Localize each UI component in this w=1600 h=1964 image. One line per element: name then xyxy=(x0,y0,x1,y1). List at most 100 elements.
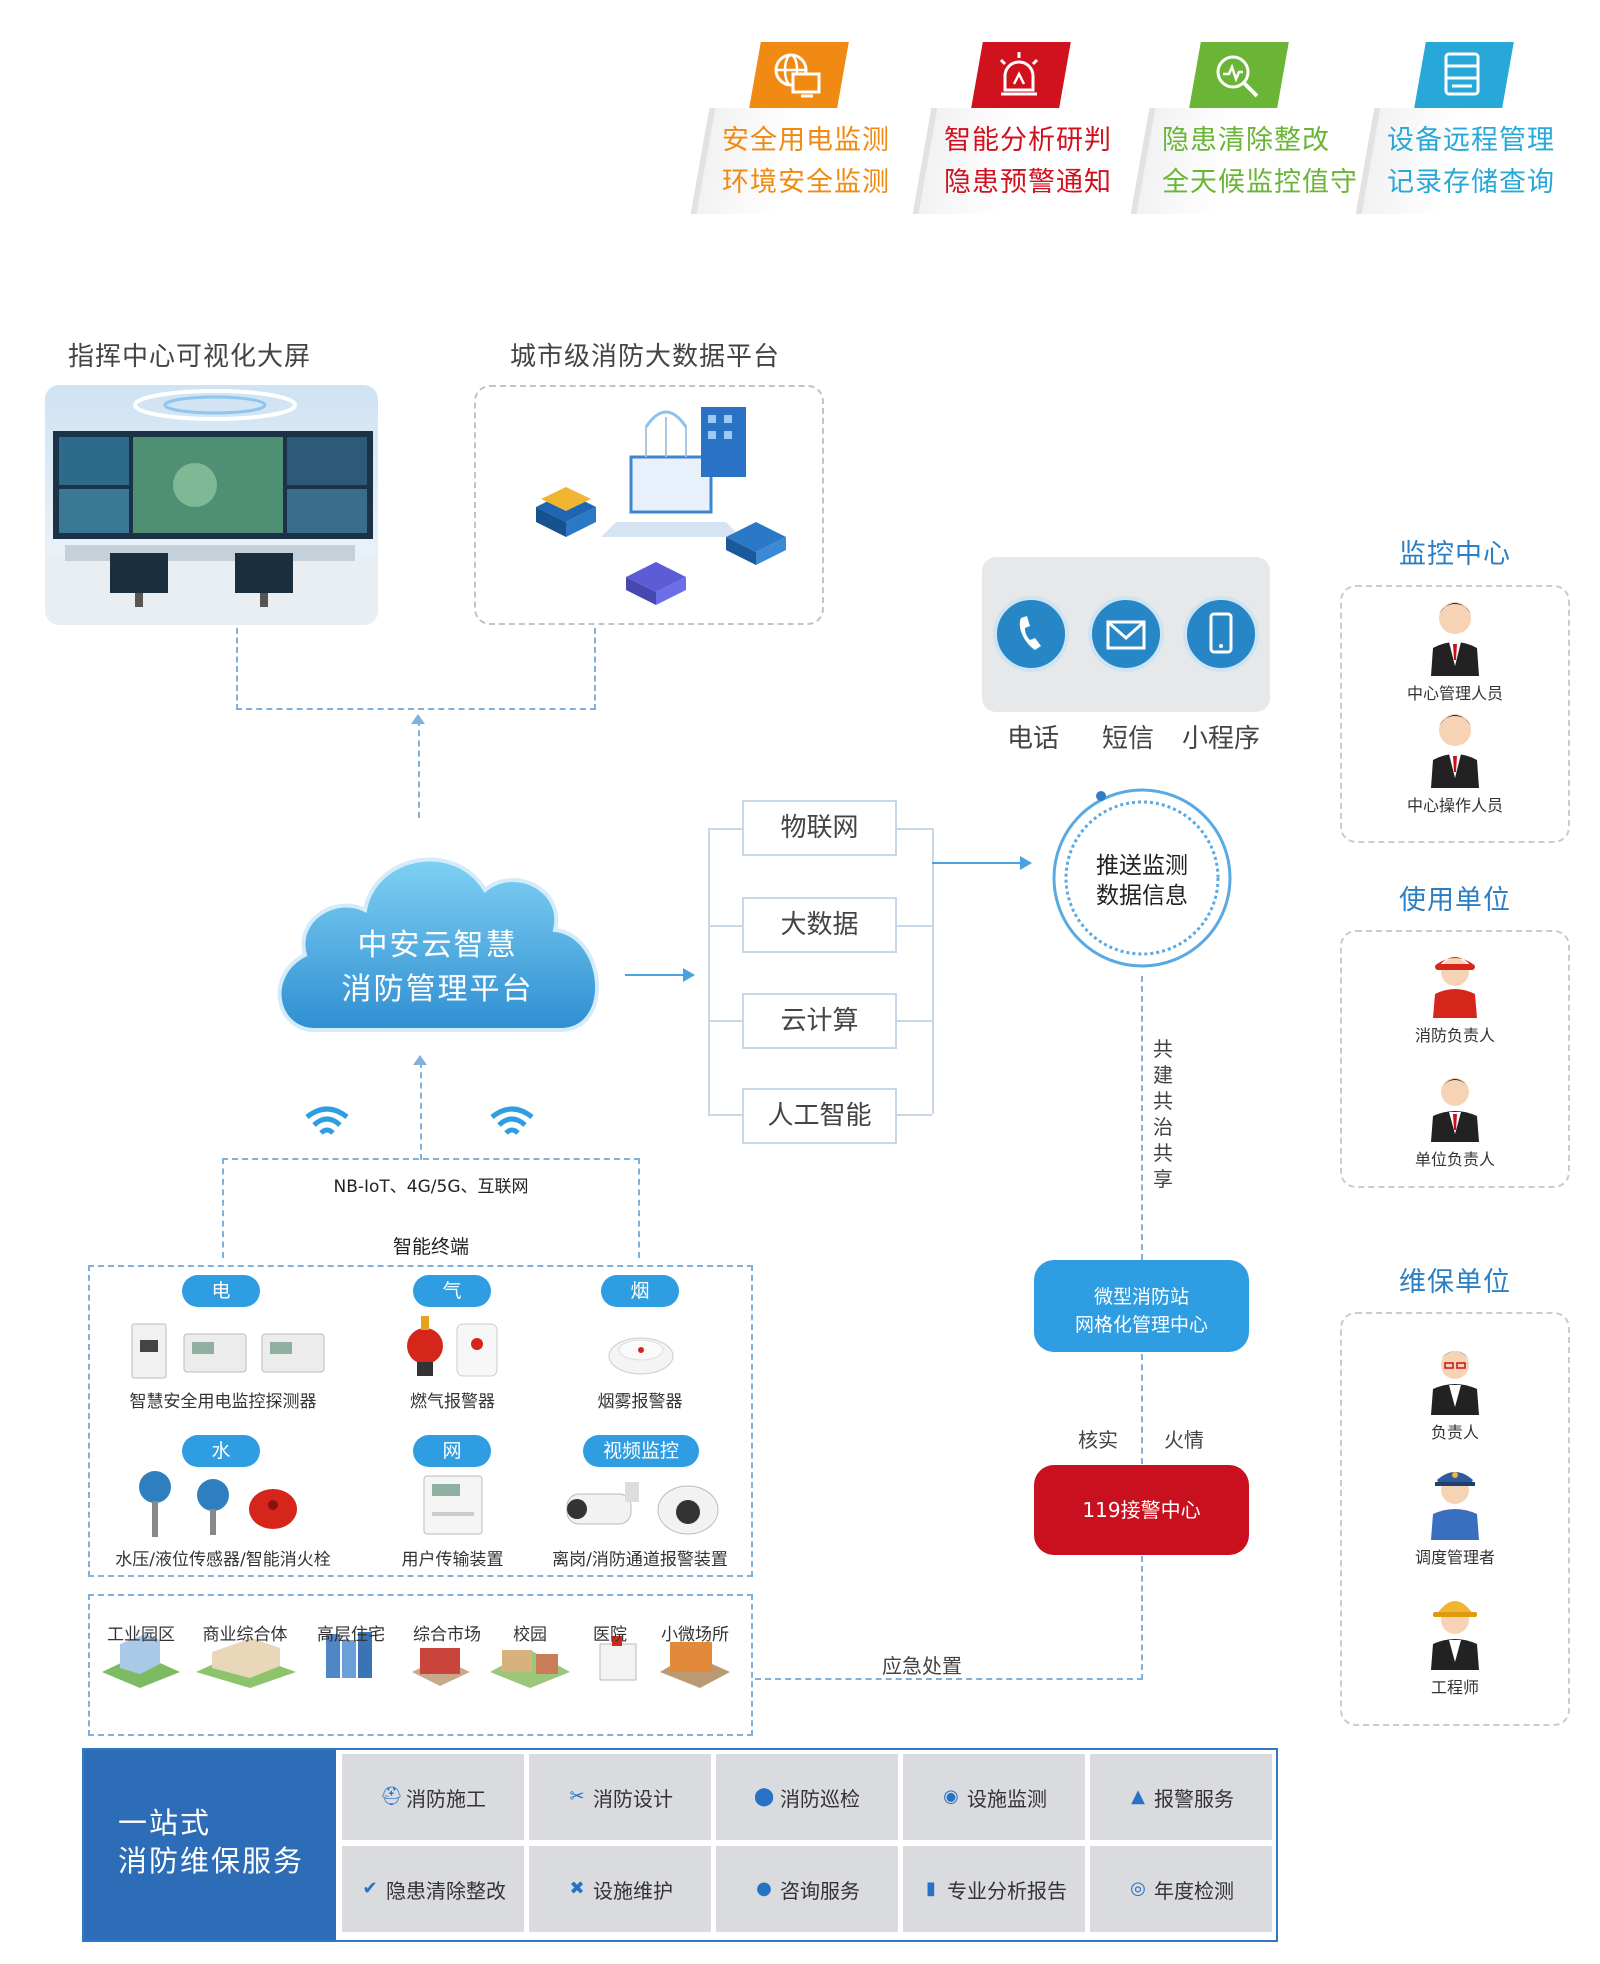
command-center-title: 指挥中心可视化大屏 xyxy=(68,342,312,372)
bracket-line xyxy=(897,828,932,830)
terminal-tag-water: 水 xyxy=(182,1435,260,1467)
businessman-avatar-icon xyxy=(1431,714,1479,788)
mobile-phone-icon xyxy=(1183,596,1259,672)
arrow-right-icon xyxy=(683,968,695,982)
electric-detector-devices xyxy=(131,1323,325,1379)
terminal-tag-video: 视频监控 xyxy=(583,1435,699,1467)
tech-iot: 物联网 xyxy=(742,800,897,856)
cloud-title-line2: 消防管理平台 xyxy=(341,972,534,1007)
micro-station-line1: 微型消防站 xyxy=(1093,1286,1189,1308)
service-consulting[interactable]: ●咨询服务 xyxy=(716,1846,898,1932)
person-unit-leader: 单位负责人 xyxy=(1340,1072,1570,1170)
magnifier-search-icon xyxy=(1216,55,1259,98)
water-pressure-sensors xyxy=(139,1471,297,1537)
businessman-glasses-avatar-icon xyxy=(1431,1351,1479,1415)
service-label: 隐患清除整改 xyxy=(386,1878,506,1903)
feature-icon-box xyxy=(1414,42,1514,108)
service-alarm[interactable]: ▲报警服务 xyxy=(1090,1754,1272,1840)
service-label: 消防巡检 xyxy=(780,1786,860,1811)
smoke-alarm-device xyxy=(608,1337,674,1375)
firefighter-avatar-icon xyxy=(1433,957,1477,1018)
service-label: 消防设计 xyxy=(593,1786,673,1811)
connector-line xyxy=(1141,1556,1143,1680)
wifi-icon xyxy=(490,1106,534,1135)
cloud-title-line1: 中安云智慧 xyxy=(357,928,518,963)
group-title: 使用单位 xyxy=(1399,885,1511,916)
officer-cap-avatar-icon xyxy=(1431,1472,1479,1540)
alarm-119-center: 119接警中心 xyxy=(1034,1465,1249,1555)
feature-line1: 设备远程管理 xyxy=(1387,125,1555,156)
feature-line2: 记录存储查询 xyxy=(1387,167,1555,198)
feature-line1: 智能分析研判 xyxy=(944,125,1112,156)
bracket-line xyxy=(708,828,742,830)
terminal-tag-network: 网 xyxy=(413,1435,491,1467)
push-circle xyxy=(1052,788,1232,968)
terminals-title: 智能终端 xyxy=(392,1236,469,1258)
person-name: 负责人 xyxy=(1430,1423,1479,1442)
person-maintenance-leader: 负责人 xyxy=(1340,1345,1570,1443)
connector-line xyxy=(236,628,238,710)
tech-cloud-computing: 云计算 xyxy=(742,993,897,1049)
network-label: NB-IoT、4G/5G、互联网 xyxy=(333,1177,529,1197)
arrow-line xyxy=(932,862,1022,864)
feature-hazard-removal: 隐患清除整改 全天候监控值守 xyxy=(1130,40,1360,220)
person-group-user-unit xyxy=(1340,930,1570,1188)
device-label: 离岗/消防通道报警装置 xyxy=(552,1550,728,1570)
service-facility-monitoring[interactable]: ◉设施监测 xyxy=(903,1754,1085,1840)
bracket-line xyxy=(897,925,932,927)
feature-icon-box xyxy=(749,42,849,108)
bigdata-title: 城市级消防大数据平台 xyxy=(510,342,781,372)
bracket-line xyxy=(708,828,710,1114)
bracket-line xyxy=(708,1020,742,1022)
feature-remote-management: 设备远程管理 记录存储查询 xyxy=(1355,40,1585,220)
service-hazard-removal[interactable]: ✔ 隐患清除整改 xyxy=(342,1846,524,1932)
micro-station-box xyxy=(1034,1260,1249,1352)
server-device-icon xyxy=(1444,52,1480,96)
place-label: 校园 xyxy=(513,1625,547,1645)
services-title-line2: 消防维保服务 xyxy=(118,1844,305,1878)
services-title-line1: 一站式 xyxy=(118,1806,212,1840)
location-pin-icon: ⬤ xyxy=(754,1786,775,1807)
person-group-monitoring-center xyxy=(1340,585,1570,843)
push-circle-line2: 数据信息 xyxy=(1096,883,1188,909)
arrow-right-icon xyxy=(1020,856,1032,870)
channel-label: 短信 xyxy=(1101,724,1154,754)
connector-line xyxy=(418,720,420,818)
service-design[interactable]: ✂消防设计 xyxy=(529,1754,711,1840)
service-maintenance[interactable]: ✖设施维护 xyxy=(529,1846,711,1932)
services-title-panel xyxy=(84,1750,336,1940)
feature-smart-analysis: 智能分析研判 隐患预警通知 xyxy=(912,40,1142,220)
person-name: 中心管理人员 xyxy=(1406,684,1503,703)
push-circle-line1: 推送监测 xyxy=(1096,853,1188,879)
feature-icon-box xyxy=(971,42,1071,108)
device-label: 水压/液位传感器/智能消火栓 xyxy=(115,1550,331,1570)
connector-line xyxy=(236,708,596,710)
feature-line2: 环境安全监测 xyxy=(722,167,890,198)
service-analysis-report[interactable]: ▮专业分析报告 xyxy=(903,1846,1085,1932)
person-name: 工程师 xyxy=(1430,1678,1479,1697)
bracket-line xyxy=(897,1114,932,1116)
connector-line xyxy=(420,1062,422,1160)
alarm-siren-icon xyxy=(999,52,1039,96)
tech-bigdata: 大数据 xyxy=(742,897,897,953)
person-center-operator: 中心操作人员 xyxy=(1340,708,1570,816)
service-inspection[interactable]: ⬤消防巡检 xyxy=(716,1754,898,1840)
bracket-line xyxy=(708,1114,742,1116)
feature-icon-box xyxy=(1189,42,1289,108)
gas-alarm-devices xyxy=(407,1316,498,1377)
place-label: 工业园区 xyxy=(107,1625,175,1645)
bracket-line xyxy=(708,925,742,927)
connector-line xyxy=(594,628,596,710)
person-group-maintenance-unit xyxy=(1340,1312,1570,1726)
shield-check-icon: ✔ xyxy=(362,1878,378,1899)
service-annual-inspection[interactable]: ◎年度检测 xyxy=(1090,1846,1272,1932)
person-engineer: 工程师 xyxy=(1340,1588,1570,1698)
bracket-line xyxy=(897,1020,932,1022)
service-label: 年度检测 xyxy=(1154,1878,1234,1903)
device-label: 用户传输装置 xyxy=(401,1550,504,1570)
person-name: 调度管理者 xyxy=(1414,1548,1495,1567)
phone-icon xyxy=(993,596,1069,672)
service-label: 消防施工 xyxy=(406,1786,486,1811)
businessman-avatar-icon xyxy=(1431,1078,1479,1142)
service-construction[interactable]: ⛑消防施工 xyxy=(342,1754,524,1840)
